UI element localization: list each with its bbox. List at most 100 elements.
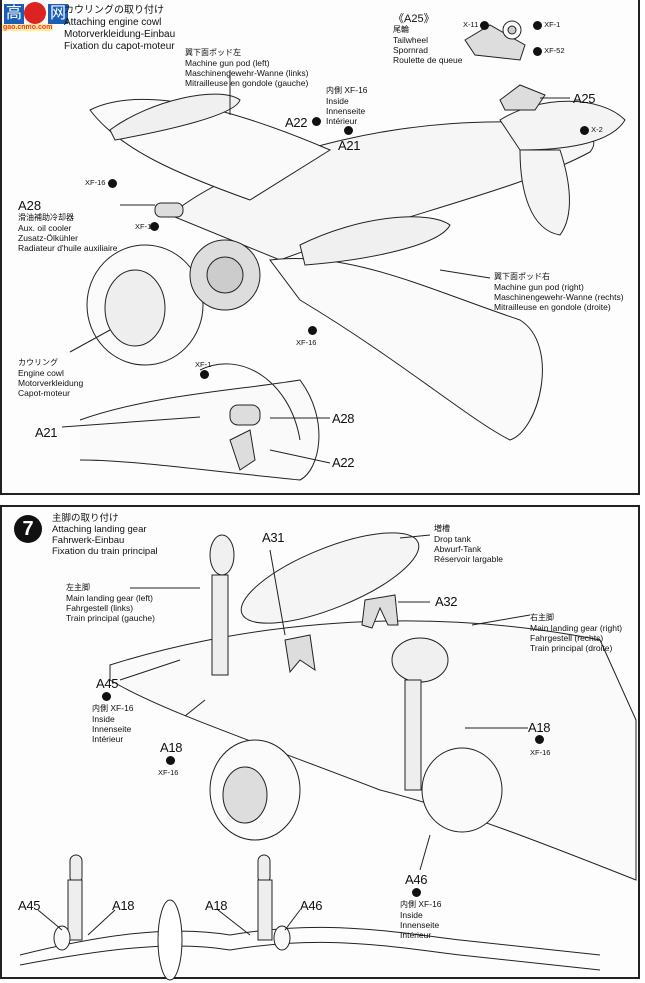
part-a25: A25 (573, 91, 596, 106)
paint-xf52: XF-52 (533, 46, 565, 56)
paint-dot-icon (200, 370, 209, 379)
watermark-char-2: 网 (48, 4, 68, 24)
engine-cowl-label: カウリング Engine cowl Motorverkleidung Capot… (18, 358, 83, 398)
cowl-en: Engine cowl (18, 368, 64, 378)
inside-note-fr: Intérieur (326, 116, 358, 126)
gunpod-right-fr: Mitrailleuse en gondole (droite) (494, 302, 611, 312)
paint-dot-icon (533, 46, 542, 56)
a28-de: Zusatz-Ölkühler (18, 233, 78, 243)
paint-dot-icon (102, 692, 111, 701)
part-a18-right: A18 (528, 720, 551, 735)
part-a28-inset: A28 (332, 411, 355, 426)
part-a21-top: A21 (338, 138, 361, 153)
step-7-inside-note-left: 内側 XF-16 Inside Innenseite Intérieur (92, 703, 134, 744)
watermark-logo: 高 网 gao.cnmo.com (0, 0, 80, 34)
gear-right-label: 右主脚 Main landing gear (right) Fahrgestel… (530, 613, 622, 653)
gunpod-left-jp: 翼下面ポッド左 (185, 48, 241, 57)
tailwheel-part: 《A25》 (393, 13, 435, 25)
drop-tank-en: Drop tank (434, 534, 471, 544)
gear-right-en: Main landing gear (right) (530, 623, 623, 633)
paint-dot-icon (533, 20, 542, 30)
paint-dot-icon (580, 125, 589, 135)
gunpod-left-en: Machine gun pod (left) (185, 58, 270, 68)
drop-tank-de: Abwurf-Tank (434, 544, 482, 554)
part-a31: A31 (262, 530, 285, 545)
paint-xf16-left: XF-16 (85, 178, 117, 188)
step-6-title: カウリングの取り付け Attaching engine cowl Motorve… (64, 5, 175, 53)
tailwheel-de: Spornrad (393, 45, 428, 55)
step-7-title-fr: Fixation du train principal (52, 546, 158, 557)
part-a21-inset: A21 (35, 425, 58, 440)
step-7-inside-note-right: 内側 XF-16 Inside Innenseite Intérieur (400, 899, 442, 940)
gear-left-de: Fahrgestell (links) (66, 603, 134, 613)
step-6-title-jp: カウリングの取り付け (64, 5, 164, 16)
part-a22-inset: A22 (332, 455, 355, 470)
gear-left-en: Main landing gear (left) (66, 593, 153, 603)
paint-x2: X-2 (580, 125, 603, 135)
paint-xf16-center: XF-16 (296, 338, 317, 347)
inside-note-de: Innenseite (326, 106, 366, 116)
a28-part: A28 (18, 198, 42, 213)
gunpod-left-label: 翼下面ポッド左 Machine gun pod (left) Maschinen… (185, 48, 308, 88)
step-6-title-fr: Fixation du capot-moteur (64, 41, 175, 52)
step-6-title-en: Attaching engine cowl (64, 17, 162, 28)
gunpod-right-en: Machine gun pod (right) (494, 282, 584, 292)
gear-left-jp: 左主脚 (66, 583, 90, 592)
gear-right-fr: Train principal (droite) (530, 643, 613, 653)
paint-xf1-left: XF-1 (135, 222, 152, 231)
paint-xf16-a18-left: XF-16 (158, 768, 179, 777)
gunpod-right-de: Maschinengewehr-Wanne (rechts) (494, 292, 624, 302)
step-7-title-jp: 主脚の取り付け (52, 513, 119, 524)
step-7-title-de: Fahrwerk-Einbau (52, 535, 125, 546)
paint-dot-icon (312, 117, 321, 126)
paint-dot-icon (535, 735, 544, 744)
paint-xf16-a18-right: XF-16 (530, 748, 551, 757)
paint-dot-icon (166, 756, 175, 765)
a28-oil-cooler-label: A28 滑油補助冷却器 Aux. oil cooler Zusatz-Ölküh… (18, 198, 118, 254)
gunpod-right-label: 翼下面ポッド右 Machine gun pod (right) Maschine… (494, 272, 624, 312)
gear-right-de: Fahrgestell (rechts) (530, 633, 604, 643)
step-6-assembly-drawing (61, 20, 626, 481)
tailwheel-jp: 尾輪 (393, 25, 409, 34)
step-7-title: 主脚の取り付け Attaching landing gear Fahrwerk-… (52, 513, 158, 557)
part-a46: A46 (405, 872, 428, 887)
a28-fr: Radiateur d'huile auxiliaire (18, 243, 118, 253)
a28-jp: 滑油補助冷却器 (18, 213, 74, 222)
gear-left-fr: Train principal (gauche) (66, 613, 155, 623)
inside-note-paint: XF-16 (344, 85, 368, 95)
part-a18-left: A18 (160, 740, 183, 755)
inside-note-en: Inside (326, 96, 349, 106)
cowl-de: Motorverkleidung (18, 378, 84, 388)
part-a22-top: A22 (285, 115, 308, 130)
part-a18-front-right: A18 (205, 898, 228, 913)
cowl-jp: カウリング (18, 358, 58, 367)
part-a46-front: A46 (300, 898, 323, 913)
paint-xf1-tail: XF-1 (533, 20, 560, 30)
tailwheel-fr: Roulette de queue (393, 55, 463, 65)
paint-xf1-inset: XF-1 (195, 360, 212, 369)
step-7-number: 7 (14, 515, 42, 543)
gunpod-left-de: Maschinengewehr-Wanne (links) (185, 68, 309, 78)
part-a32: A32 (435, 594, 458, 609)
step-7-title-en: Attaching landing gear (52, 524, 147, 535)
drop-tank-jp: 増槽 (434, 524, 450, 533)
watermark-emblem-icon (24, 2, 46, 24)
paint-dot-icon (107, 178, 117, 188)
drop-tank-label: 増槽 Drop tank Abwurf-Tank Réservoir larga… (434, 524, 503, 564)
step-6-title-de: Motorverkleidung-Einbau (64, 29, 176, 40)
part-a45: A45 (96, 676, 119, 691)
tailwheel-en: Tailwheel (393, 35, 428, 45)
tailwheel-label: 《A25》 尾輪 Tailwheel Spornrad Roulette de … (393, 13, 462, 65)
paint-dot-icon (480, 20, 490, 30)
paint-dot-icon (308, 326, 317, 335)
gear-left-label: 左主脚 Main landing gear (left) Fahrgestell… (66, 583, 155, 623)
gunpod-right-jp: 翼下面ポッド右 (494, 272, 550, 281)
drop-tank-fr: Réservoir largable (434, 554, 503, 564)
step-6-inside-note: 内側 XF-16 Inside Innenseite Intérieur (326, 85, 368, 126)
inside-note-jp: 内側 (326, 86, 342, 95)
paint-dot-icon (150, 222, 159, 231)
cowl-fr: Capot-moteur (18, 388, 70, 398)
part-a18-front-left: A18 (112, 898, 135, 913)
paint-x11: X-11 (463, 20, 490, 30)
paint-dot-icon (344, 126, 353, 135)
